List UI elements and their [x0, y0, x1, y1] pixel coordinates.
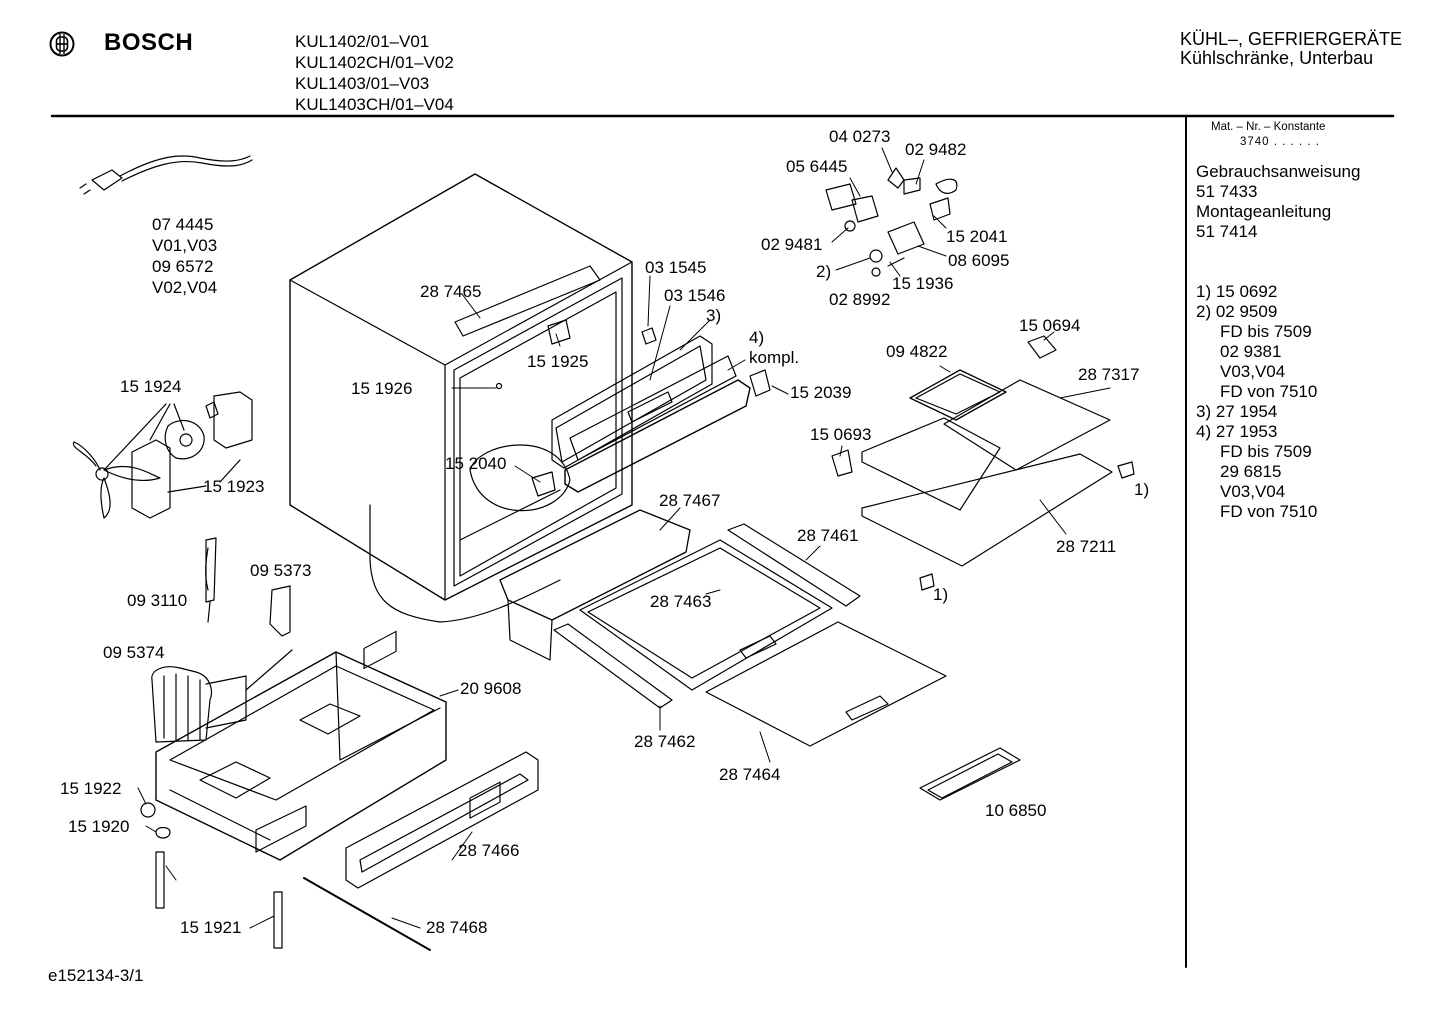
footnote-item: FD von 7510	[1220, 502, 1318, 521]
document-list: Gebrauchsanweisung 51 7433 Montageanleit…	[1196, 162, 1360, 242]
part-label: 09 4822	[886, 342, 948, 361]
part-label: 28 7468	[426, 918, 488, 937]
part-variant: V01,V03	[152, 236, 218, 255]
part-label: 09 5374	[103, 643, 165, 662]
ice-tray-drawing	[919, 747, 1021, 801]
doc-item: Gebrauchsanweisung	[1196, 162, 1361, 181]
part-label: 15 1923	[203, 477, 265, 496]
power-cable-label: 07 4445 V01,V03 09 6572 V02,V04	[152, 214, 217, 298]
part-label: 05 6445	[786, 157, 848, 176]
part-label: 02 9481	[761, 235, 823, 254]
part-label: 15 2039	[790, 383, 852, 402]
footnote-item: 4) 27 1953	[1196, 422, 1278, 441]
part-number: 09 6572	[152, 257, 214, 276]
footnote-item: V03,V04	[1220, 482, 1286, 501]
part-label: 15 1924	[120, 377, 182, 396]
fan-motor-drawing	[72, 391, 253, 519]
category-block: KÜHL–, GEFRIERGERÄTE Kühlschränke, Unter…	[1180, 30, 1402, 68]
part-label: 15 1936	[892, 274, 954, 293]
thermostat-parts-drawing	[825, 167, 958, 277]
footnote-item: 29 6815	[1220, 462, 1282, 481]
category-subtitle: Kühlschränke, Unterbau	[1180, 48, 1374, 68]
doc-item: 51 7433	[1196, 182, 1258, 201]
part-label: 28 7464	[719, 765, 781, 784]
brand-name: BOSCH	[104, 29, 194, 56]
model-number: KUL1402/01–V01	[295, 32, 430, 51]
refrigerator-cabinet-drawing	[289, 173, 633, 623]
part-label: 28 7211	[1056, 537, 1117, 556]
part-label: 15 1921	[180, 918, 242, 937]
leader-lines	[137, 147, 1111, 929]
power-cable-drawing	[79, 155, 253, 195]
footnote-marker: 2)	[816, 262, 832, 281]
model-number: KUL1403CH/01–V04	[295, 95, 454, 114]
part-label: 02 9482	[905, 140, 967, 159]
footnote-marker: 4)	[749, 328, 765, 347]
footer-code: e152134-3/1	[48, 966, 144, 985]
bosch-logo-icon	[49, 31, 75, 57]
footnote-marker: 3)	[706, 306, 722, 325]
part-label: 28 7465	[420, 282, 482, 301]
footnote-item: 3) 27 1954	[1196, 402, 1278, 421]
footnote-marker: 1)	[1134, 480, 1150, 499]
part-label: 20 9608	[460, 679, 522, 698]
part-number: 07 4445	[152, 215, 214, 234]
part-label: 28 7317	[1078, 365, 1140, 384]
clip-drawing	[269, 585, 291, 637]
part-label: 15 0694	[1019, 316, 1081, 335]
sensor-drawing	[205, 537, 217, 623]
model-number: KUL1403/01–V03	[295, 74, 430, 93]
footnote-item: 02 9381	[1220, 342, 1282, 361]
konstante-value: 3740 . . . . . .	[1240, 136, 1320, 148]
part-label: 28 7463	[650, 592, 712, 611]
footnote-marker: 1)	[933, 585, 949, 604]
part-label: 28 7461	[797, 526, 859, 545]
model-list: KUL1402/01–V01 KUL1402CH/01–V02 KUL1403/…	[295, 31, 454, 115]
part-label: 15 1925	[527, 352, 589, 371]
footnote-item: V03,V04	[1220, 362, 1286, 381]
part-label: 09 5373	[250, 561, 312, 580]
part-label: 15 1926	[351, 379, 413, 398]
footnote-item: 2) 02 9509	[1196, 302, 1278, 321]
part-label: 03 1545	[645, 258, 707, 277]
footnote-item: FD bis 7509	[1220, 442, 1312, 461]
part-label: 15 2041	[946, 227, 1008, 246]
konstante-label: Mat. – Nr. – Konstante	[1211, 121, 1326, 133]
part-label: 03 1546	[664, 286, 726, 305]
model-number: KUL1402CH/01–V02	[295, 53, 454, 72]
part-label: 28 7466	[458, 841, 520, 860]
part-label: 15 0693	[810, 425, 872, 444]
part-label: 04 0273	[829, 127, 891, 146]
feet-drawing	[140, 802, 431, 951]
part-variant: V02,V04	[152, 278, 218, 297]
compressor-drawing	[151, 649, 293, 743]
part-label: 15 1920	[68, 817, 130, 836]
doc-item: Montageanleitung	[1196, 202, 1332, 221]
crisper-drawing	[499, 509, 947, 747]
category-title: KÜHL–, GEFRIERGERÄTE	[1180, 29, 1403, 49]
front-grille-drawing	[345, 630, 539, 889]
doc-item: 51 7414	[1196, 222, 1258, 241]
part-label: 09 3110	[127, 591, 188, 610]
part-label: 28 7467	[659, 491, 721, 510]
part-note: kompl.	[749, 348, 800, 367]
shelf-drawing	[831, 335, 1135, 591]
part-label: 08 6095	[948, 251, 1010, 270]
footnote-item: FD von 7510	[1220, 382, 1318, 401]
footnote-item: 1) 15 0692	[1196, 282, 1278, 301]
part-label: 15 2040	[445, 454, 507, 473]
base-frame-drawing	[155, 651, 447, 861]
part-label: 15 1922	[60, 779, 122, 798]
part-label: 10 6850	[985, 801, 1047, 820]
footnote-item: FD bis 7509	[1220, 322, 1312, 341]
part-label: 02 8992	[829, 290, 891, 309]
part-label: 28 7462	[634, 732, 696, 751]
